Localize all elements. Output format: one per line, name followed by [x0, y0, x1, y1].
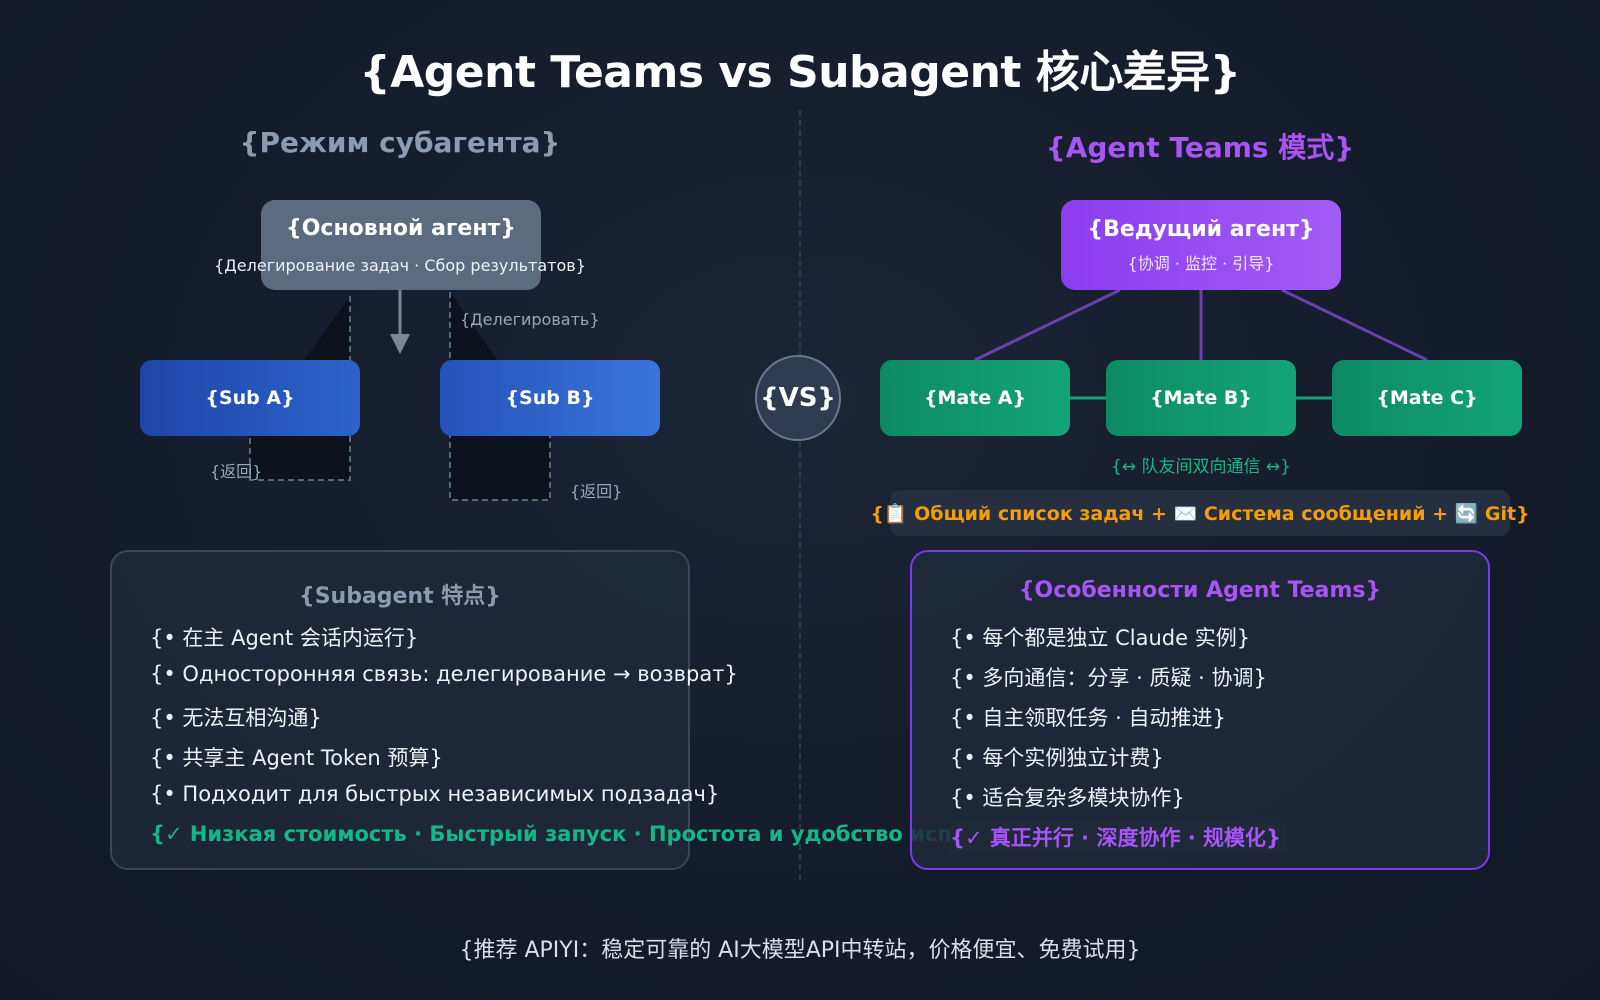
shared-infrastructure-bar: {📋 Общий список задач + ✉️ Система сообщ… [870, 490, 1530, 536]
teams-feature-5: {• 适合复杂多模块协作} [950, 786, 1185, 810]
footer-recommendation: {推荐 APIYI：稳定可靠的 AI大模型API中转站，价格便宜、免费试用} [459, 938, 1141, 963]
sub-a-node: {Sub A} [140, 360, 360, 436]
sub-a-label: {Sub A} [205, 387, 295, 409]
lead-to-mate-a-line [974, 288, 1121, 362]
lead-agent-node: {Ведущий агент} {协调 · 监控 · 引导} [1061, 200, 1341, 290]
sub-b-node: {Sub B} [440, 360, 660, 436]
subagent-features-title: {Subagent 特点} [299, 584, 501, 609]
vs-badge: {VS} [755, 355, 841, 441]
return-a-label: {返回} [210, 462, 263, 481]
center-divider [799, 110, 801, 880]
page-title: {Agent Teams vs Subagent 核心差异} [359, 47, 1241, 98]
subagent-highlight: {✓ Низкая стоимость · Быстрый запуск · П… [150, 822, 950, 846]
sub-b-label: {Sub B} [505, 387, 595, 409]
main-agent-description: {Делегирование задач · Сбор результатов} [214, 256, 586, 275]
subagent-mode-title: {Режим субагента} [239, 126, 561, 159]
teams-feature-2: {• 多向通信：分享 · 质疑 · 协调} [950, 666, 1267, 690]
mate-b-label: {Mate B} [1150, 387, 1252, 409]
teams-highlight: {✓ 真正并行 · 深度协作 · 规模化} [950, 822, 1288, 852]
main-agent-name: {Основной агент} [286, 216, 516, 241]
main-agent-node: {Основной агент} [261, 200, 541, 290]
subagent-features-panel: {Subagent 特点} [110, 550, 690, 870]
teammate-communication-label: {↔ 队友间双向通信 ↔} [1111, 457, 1291, 477]
subagent-feature-2: {• Односторонняя связь: делегирование → … [150, 662, 738, 686]
return-b-label: {返回} [570, 482, 623, 501]
agent-teams-mode-title: {Agent Teams 模式} [1045, 131, 1355, 164]
lead-to-mate-c-line [1281, 288, 1428, 362]
subagent-feature-4: {• 共享主 Agent Token 预算} [150, 746, 443, 770]
agent-teams-features-panel: {Особенности Agent Teams} [910, 550, 1490, 870]
teams-feature-3: {• 自主领取任务 · 自动推进} [950, 706, 1226, 730]
lead-agent-name: {Ведущий агент} [1087, 216, 1315, 242]
mate-c-node: {Mate C} [1332, 360, 1522, 436]
teams-feature-4: {• 每个实例独立计费} [950, 746, 1164, 770]
subagent-feature-3: {• 无法互相沟通} [150, 706, 322, 730]
subagent-feature-5: {• Подходит для быстрых независимых подз… [150, 782, 720, 806]
mate-a-node: {Mate A} [880, 360, 1070, 436]
shared-infrastructure-label: {📋 Общий список задач + ✉️ Система сообщ… [870, 502, 1530, 525]
mate-b-node: {Mate B} [1106, 360, 1296, 436]
teams-feature-1: {• 每个都是独立 Claude 实例} [950, 626, 1251, 650]
subagent-feature-1: {• 在主 Agent 会话内运行} [150, 626, 419, 650]
delegate-arrow-head [390, 334, 410, 354]
mate-a-label: {Mate A} [923, 387, 1027, 409]
mate-c-label: {Mate C} [1376, 387, 1478, 409]
delegate-label: {Делегировать} [460, 310, 600, 329]
agent-teams-features-title: {Особенности Agent Teams} [1018, 578, 1382, 603]
lead-agent-description: {协调 · 监控 · 引导} [1127, 253, 1275, 273]
vs-label: {VS} [760, 383, 836, 413]
